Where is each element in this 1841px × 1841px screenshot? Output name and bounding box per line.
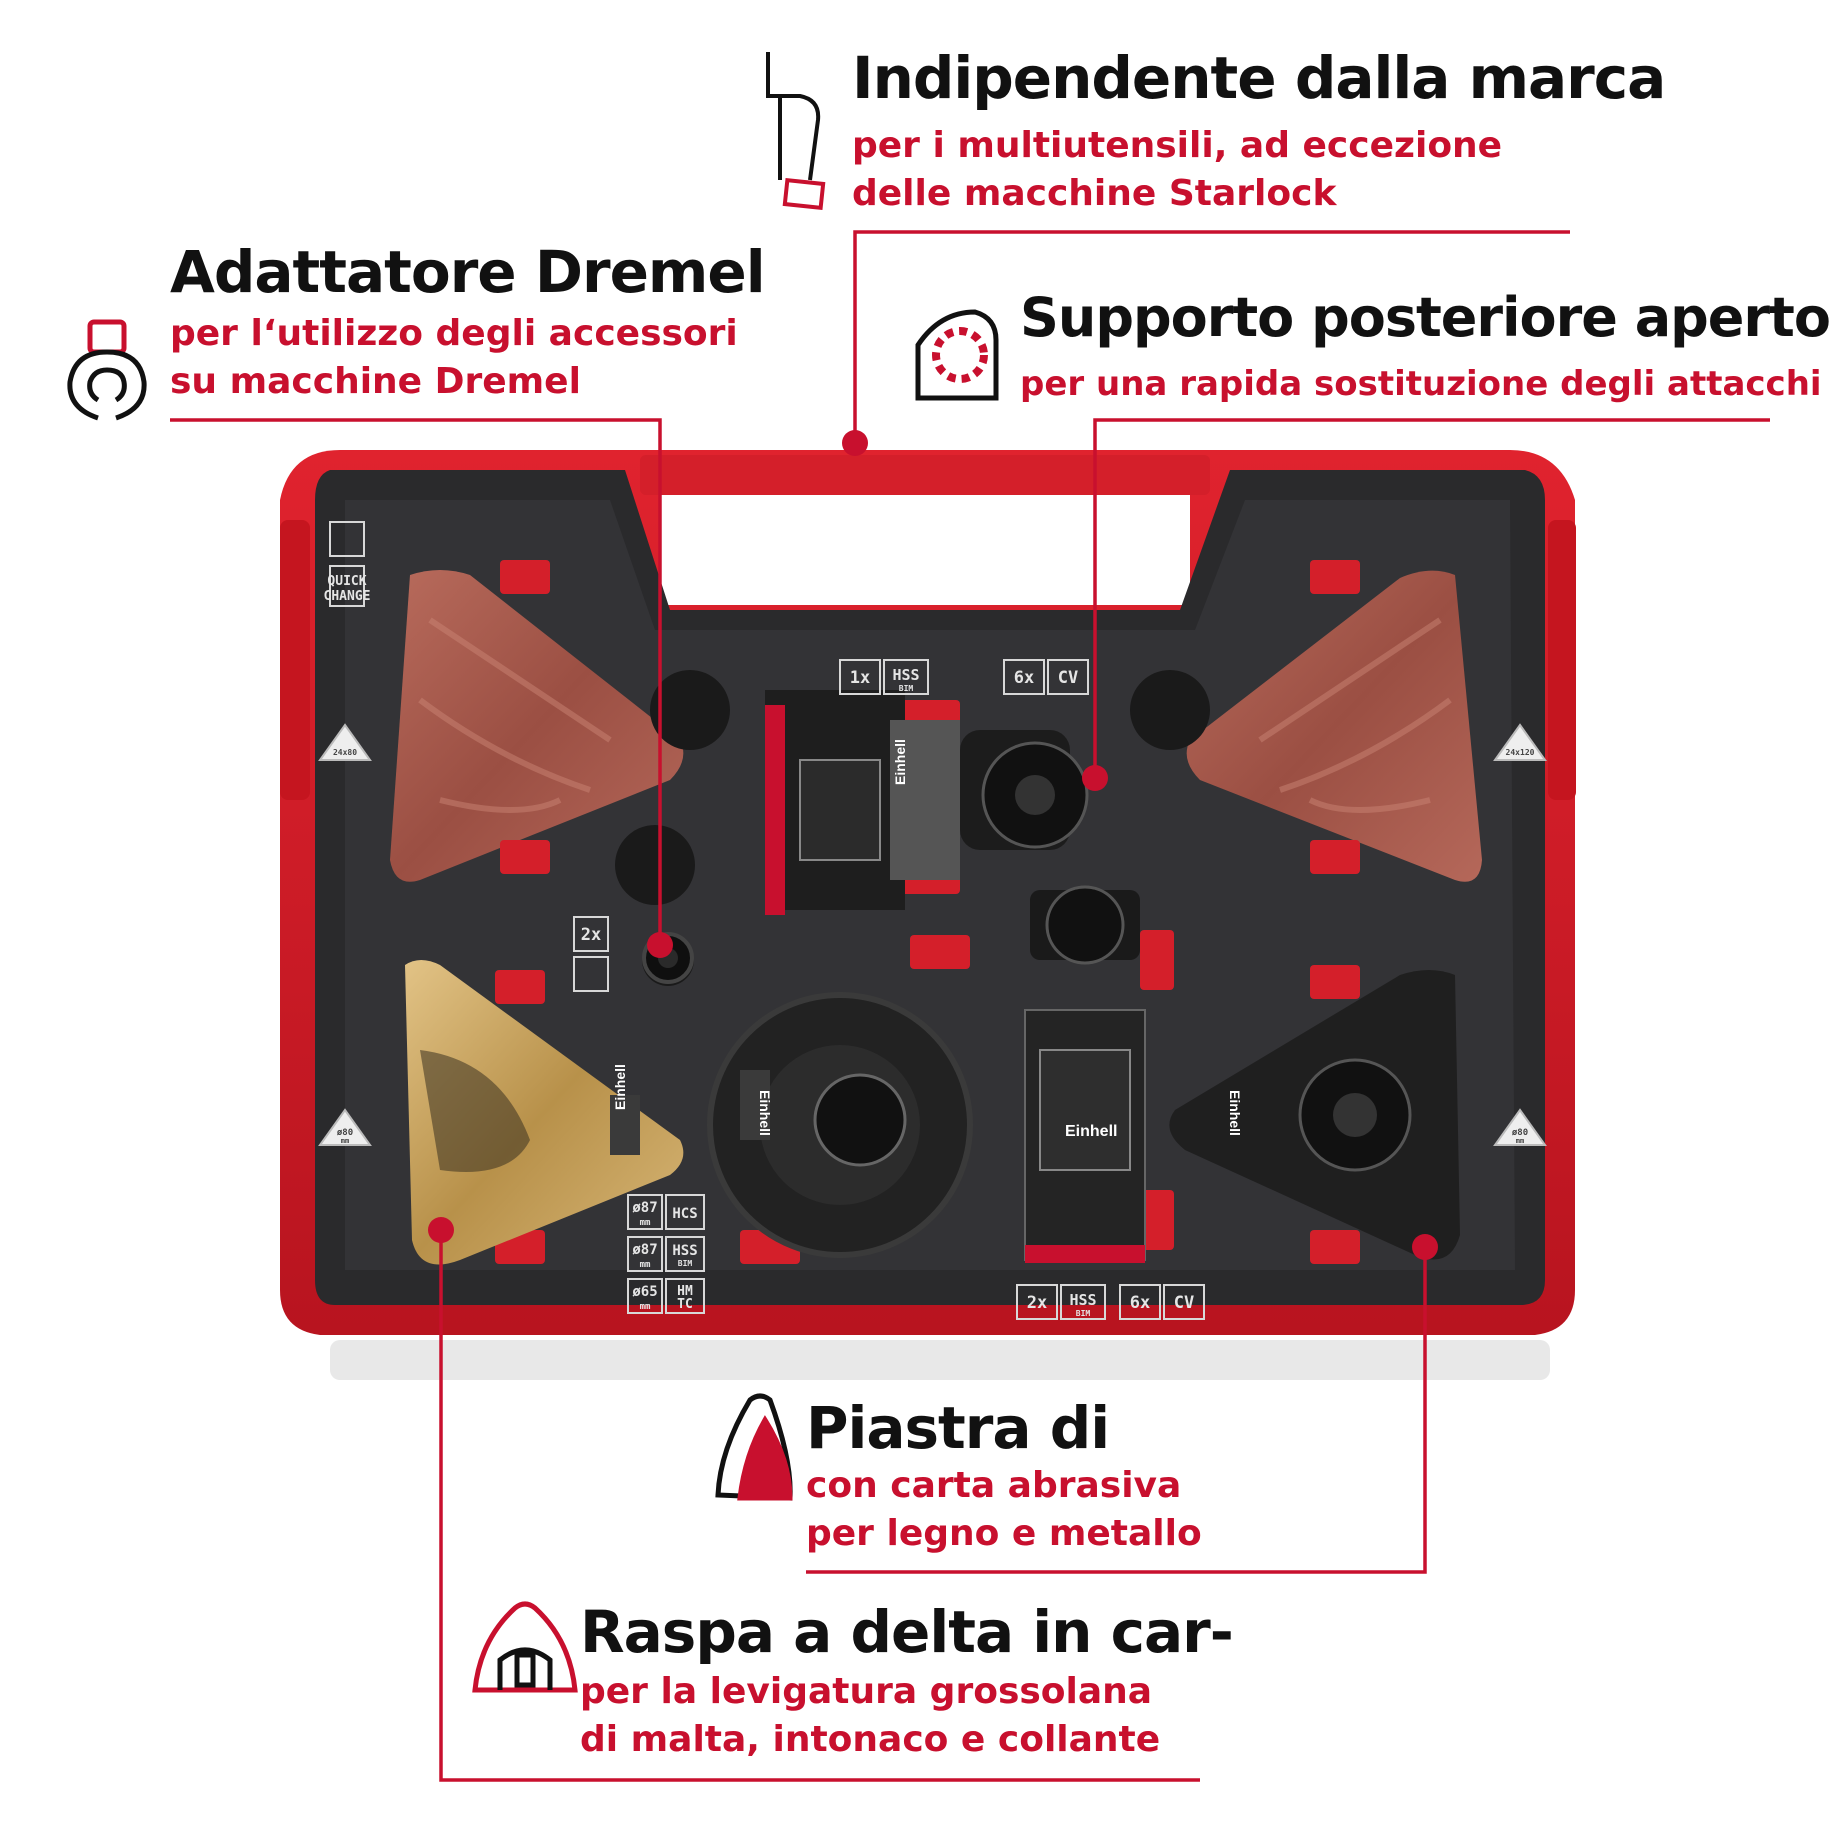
callout-support-title: Supporto posteriore aperto [1020, 286, 1831, 349]
brand-mark-5: Einhell [612, 1064, 628, 1110]
multitool-icon [766, 52, 826, 211]
dia-right-label: ø80 [1512, 1128, 1528, 1138]
top-1x-label: 1x [850, 668, 870, 688]
sandpaper-left [390, 570, 684, 882]
delta-sanding-plate [1169, 970, 1460, 1260]
case-left-bumper [280, 520, 310, 800]
blade-row-3-mat2: TC [677, 1297, 693, 1312]
callout-brand-sub: per i multiutensili, ad eccezione delle … [852, 122, 1502, 218]
tray-label-texts: QUICK CHANGE 1x HSS BIM 6x CV 2x 2x HSS … [324, 574, 1535, 1318]
dia-left-label: ø80 [337, 1128, 353, 1138]
dia-left-unit: mm [341, 1137, 349, 1145]
blade-row-2-mat2: BIM [678, 1259, 693, 1268]
callout-plate-sub-line-2: per legno e metallo [806, 1513, 1202, 1554]
plunge-blade-narrow [1024, 885, 1146, 1263]
brand-mark-4: Einhell [1227, 1090, 1243, 1136]
callout-dremel-title: Adattatore Dremel [170, 238, 766, 306]
callout-brand-sub-line-2: delle macchine Starlock [852, 173, 1337, 214]
callout-dremel-sub-line-2: su macchine Dremel [170, 361, 581, 402]
bottom-2x-label: 2x [1027, 1293, 1047, 1313]
sanding-plate-icon [715, 1393, 793, 1501]
brand-marks: Einhell Einhell Einhell Einhell Einhell [612, 739, 1243, 1140]
open-mount-icon [915, 309, 999, 401]
callout-rasp-sub-line-2: di malta, intonaco e collante [580, 1719, 1161, 1760]
leader-rasp [439, 1230, 1200, 1782]
blade-row-3-unit: mm [640, 1302, 651, 1312]
callout-plate-sub-line-1: con carta abrasiva [806, 1465, 1182, 1506]
size-badges [318, 723, 1547, 1146]
leader-dremel [170, 418, 662, 945]
callout-rasp-sub-line-1: per la levigatura grossolana [580, 1671, 1153, 1712]
carbide-delta-rasp [405, 960, 684, 1265]
quick-change-label-1: QUICK [327, 574, 366, 589]
bottom-bim-label: BIM [1076, 1309, 1091, 1318]
callout-plate-sub: con carta abrasiva per legno e metallo [806, 1462, 1202, 1558]
callout-brand-sub-line-1: per i multiutensili, ad eccezione [852, 125, 1503, 166]
case-handle [640, 455, 1210, 495]
size-right-label: 24x120 [1506, 748, 1535, 757]
blade-row-1-dia: ø87 [632, 1200, 657, 1216]
tray-holes [615, 670, 1210, 986]
leader-support [1093, 418, 1770, 778]
callout-support-sub: per una rapida sostituzione degli attacc… [1020, 360, 1822, 408]
dia-right-unit: mm [1516, 1137, 1524, 1145]
brand-mark-1: Einhell [1065, 1123, 1117, 1140]
blade-row-2-mat: HSS [672, 1243, 697, 1259]
leader-brand [853, 230, 1570, 440]
case-right-bumper [1548, 520, 1576, 800]
blade-row-3-mat: HM [677, 1284, 693, 1299]
top-hss-label: HSS [892, 666, 919, 684]
callout-dremel-sub: per l‘utilizzo degli accessori su macchi… [170, 310, 738, 406]
callout-brand-title: Indipendente dalla marca [852, 44, 1666, 112]
tray-labels [329, 521, 1205, 1320]
callout-support-sub-line-1: per una rapida sostituzione degli attacc… [1020, 364, 1822, 404]
bottom-cv-label: CV [1174, 1293, 1194, 1313]
oscillating-adapter-top [960, 730, 1089, 850]
leader-lines [170, 230, 1770, 1782]
brand-mark-2: Einhell [892, 739, 908, 785]
blade-row-3-dia: ø65 [632, 1284, 657, 1300]
adapter-icon [67, 319, 147, 421]
plunge-blade-wide [765, 690, 960, 915]
leader-plate [806, 1247, 1427, 1574]
bottom-6x-label: 6x [1130, 1293, 1150, 1313]
blade-row-1-mat: HCS [672, 1206, 697, 1222]
leader-dots [428, 430, 1438, 1260]
callout-rasp-sub: per la levigatura grossolana di malta, i… [580, 1668, 1160, 1764]
blade-row-2-unit: mm [640, 1260, 651, 1270]
blade-row-1-unit: mm [640, 1218, 651, 1228]
callout-rasp-title: Raspa a delta in car- [580, 1598, 1234, 1666]
callout-plate-title: Piastra di [806, 1394, 1110, 1462]
blade-row-2-dia: ø87 [632, 1242, 657, 1258]
size-left-label: 24x80 [333, 748, 357, 757]
top-bim-label: BIM [899, 684, 914, 693]
case-base-shadow [330, 1340, 1550, 1380]
brand-mark-3: Einhell [757, 1090, 773, 1136]
segment-saw-blade [707, 992, 973, 1258]
callout-dremel-sub-line-1: per l‘utilizzo degli accessori [170, 313, 738, 354]
top-6x-label: 6x [1014, 668, 1034, 688]
sandpaper-right [1186, 570, 1482, 882]
bottom-hss-label: HSS [1069, 1291, 1096, 1309]
top-cv-label: CV [1058, 668, 1078, 688]
delta-rasp-icon [472, 1601, 578, 1693]
quick-change-label-2: CHANGE [324, 589, 371, 604]
left-2x-label: 2x [581, 925, 601, 945]
